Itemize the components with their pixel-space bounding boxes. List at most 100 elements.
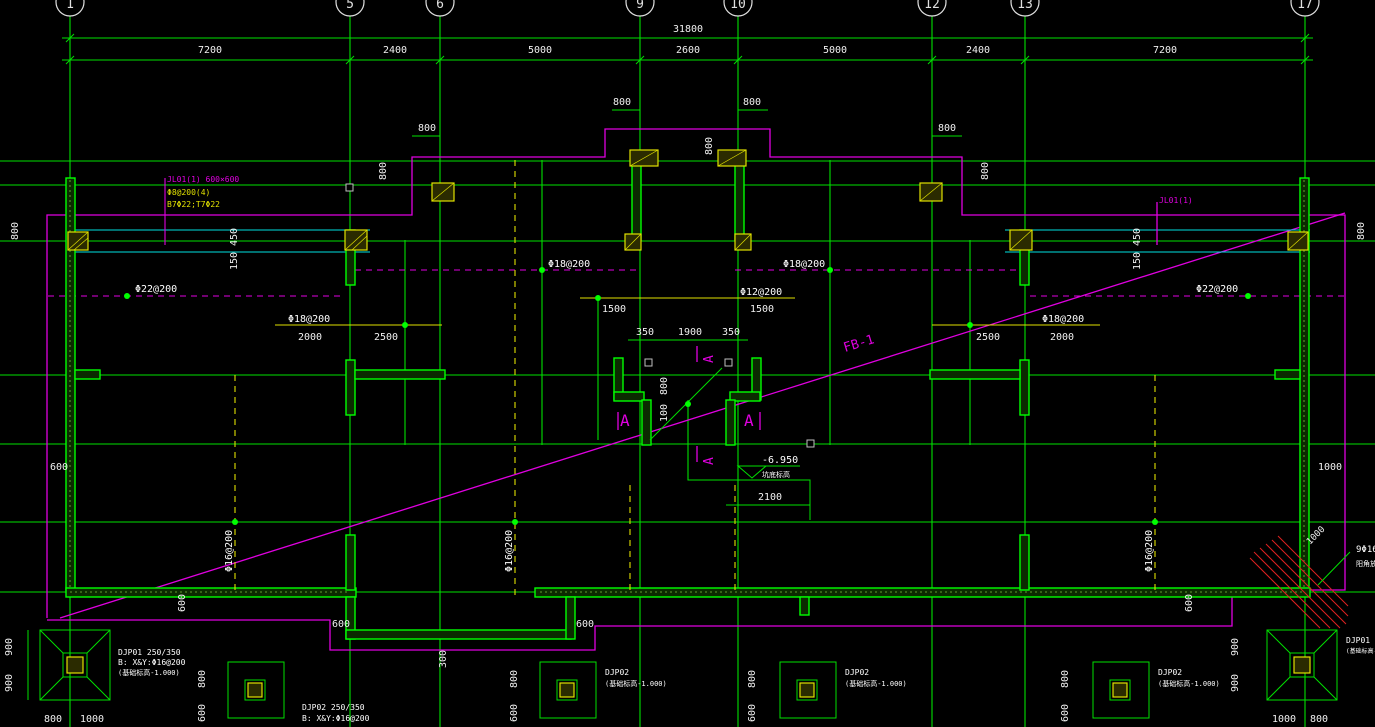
fd-800-k: 800 [1060,670,1071,688]
djp01-label: DJP01 250/350 [118,648,181,657]
dim-450-left: 450 [229,228,240,246]
local-dimensions: 800 800 800 800 800 800 800 800 800 450 … [10,97,1367,668]
span-dimension-7: 7200 [1153,45,1177,56]
axis-label-12: 12 [924,0,940,12]
dim-1000-right: 1000 [1318,462,1342,473]
rebar-label-bottom-right: Φ16@200 [1144,530,1155,572]
pit-dim-1900: 1900 [678,327,702,338]
dim-1500-left: 1500 [602,304,626,315]
pit-dim-350-left: 350 [636,327,654,338]
footing-djp02-d: 800 600 DJP02 (基础标高-1.000) [1060,661,1220,722]
beam-left-bars: B7Φ22;T7Φ22 [167,200,220,209]
axis-bubble-17: 17 [1290,0,1320,17]
span-dimension-2: 2400 [383,45,407,56]
djp02-elev-b: (基础标高-1.000) [605,679,667,688]
fd-800-c: 800 [44,714,62,725]
axis-bubble-10: 10 [723,0,753,17]
pit-dim-100: 100 [659,404,670,422]
rebar-label-center-mid: Φ12@200 [740,287,782,298]
axis-bubbles: 1 5 6 9 10 12 13 17 [55,0,1320,17]
axis-bubble-6: 6 [425,0,455,17]
djp02-full-label: DJP02 250/350 [302,703,365,712]
djp02-label-b: DJP02 [605,668,629,677]
djp02-label-d: DJP02 [1158,668,1182,677]
dim-450-right: 450 [1132,228,1143,246]
beam-right-name: JL01(1) [1159,196,1193,205]
fd-800-e: 800 [197,670,208,688]
dim-600-bottom-d: 600 [1184,594,1195,612]
fd-600-l: 600 [1060,704,1071,722]
top-dimension-chain: 31800 7200 2400 5000 2600 5000 2400 7200 [62,24,1313,65]
dim-300-bottom: 300 [438,650,449,668]
fd-800-p: 800 [1310,714,1328,725]
dim-2000-left: 2000 [298,332,322,343]
djp02-elev-c: (基础标高-1.000) [845,679,907,688]
span-dimension-5: 5000 [823,45,847,56]
axis-bubble-13: 13 [1010,0,1040,17]
footing-djp02-c: 800 600 DJP02 (基础标高-1.000) [747,661,907,722]
footings: 900 900 800 1000 DJP01 250/350 B: X&Y:Φ1… [4,629,1375,725]
fd-900-m: 900 [1230,638,1241,656]
dim-800-b: 800 [743,97,761,108]
span-dimension-4: 2600 [676,45,700,56]
pit-dim-2100: 2100 [758,492,782,503]
rebar-label-center-right: Φ18@200 [783,259,825,270]
dim-800-e: 800 [378,162,389,180]
footing-djp02-a: 800 600 DJP02 250/350 B: X&Y:Φ16@200 [197,661,370,723]
horizontal-grid-lines [0,160,1375,593]
footing-djp01-right: 900 900 1000 800 DJP01 (基础标高-1.000) [1230,629,1375,725]
fd-1000-d: 1000 [80,714,104,725]
dim-600-left: 600 [50,462,68,473]
pit-dim-800: 800 [659,377,670,395]
section-mark-bottom: A [702,457,717,465]
fd-600-f: 600 [197,704,208,722]
beam-left-stirrup: Φ8@200(4) [167,188,210,197]
djp01-elev: (基础标高-1.000) [118,668,180,677]
beam-annotations: JL01(1) 600×600 Φ8@200(4) B7Φ22;T7Φ22 JL… [164,175,1193,245]
beam-left-name: JL01(1) 600×600 [167,175,239,184]
dim-150-right: 150 [1132,252,1143,270]
axis-label-13: 13 [1017,0,1033,12]
dim-800-d: 800 [938,123,956,134]
dim-800-g: 800 [704,137,715,155]
section-mark-left: A [620,411,630,430]
fd-600-h: 600 [509,704,520,722]
dim-800-c: 800 [418,123,436,134]
axis-label-9: 9 [636,0,644,12]
retaining-walls [65,159,1311,640]
djp02-label-c: DJP02 [845,668,869,677]
pit-dim-350-right: 350 [722,327,740,338]
footing-djp02-b: 800 600 DJP02 (基础标高-1.000) [509,661,667,722]
axis-bubble-9: 9 [625,0,655,17]
slab-label: FB-1 [842,332,876,355]
span-dimension-1: 7200 [198,45,222,56]
fd-800-i: 800 [747,670,758,688]
fd-1000-o: 1000 [1272,714,1296,725]
section-mark-right: A [744,411,754,430]
footing-djp01-left: 900 900 800 1000 DJP01 250/350 B: X&Y:Φ1… [4,629,186,725]
pit-note: 坑底标高 [762,470,790,479]
corner-radial-bars: 1000 9Φ16 阳角放射筋 [1249,525,1375,629]
section-mark-top: A [702,355,717,363]
columns [67,149,1309,251]
corner-bars: 9Φ16 [1356,545,1375,555]
axis-label-17: 17 [1297,0,1313,12]
rebar-annotations: Φ22@200 Φ22@200 Φ18@200 Φ18@200 Φ12@200 … [124,259,1251,572]
dim-800-a: 800 [613,97,631,108]
rebar-label-bottom-left: Φ16@200 [224,530,235,572]
axis-bubble-5: 5 [335,0,365,17]
span-dimension-3: 5000 [528,45,552,56]
foundation-beams [66,229,1310,253]
pit-elevation: -6.950 [762,455,798,466]
axis-bubble-1: 1 [55,0,85,17]
axis-label-6: 6 [436,0,444,12]
axis-label-10: 10 [730,0,746,12]
fd-900-b: 900 [4,674,15,692]
dim-600-bottom-b: 600 [332,619,350,630]
axis-label-1: 1 [66,0,74,12]
total-dimension: 31800 [673,24,703,35]
fd-600-j: 600 [747,704,758,722]
djp01-right-elev: (基础标高-1.000) [1346,647,1375,655]
dim-150-left: 150 [229,252,240,270]
